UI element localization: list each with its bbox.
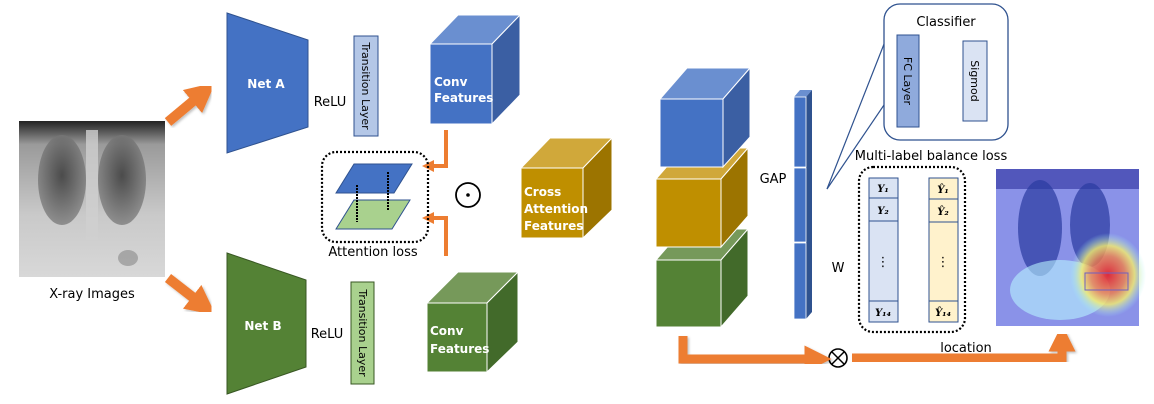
cross-attention-label-1: Cross	[524, 185, 561, 199]
attention-map-b-icon	[335, 199, 411, 230]
sigmoid-block	[962, 40, 988, 122]
attention-map-a-icon	[335, 163, 413, 194]
net-b-relu-label: ReLU	[311, 327, 344, 342]
weights-label: W	[832, 261, 845, 276]
classifier-title: Classifier	[916, 15, 976, 30]
input-label: X-ray Images	[49, 287, 135, 302]
classifier-callout-line-1	[826, 38, 887, 190]
gap-label: GAP	[760, 172, 787, 187]
cross-attention-label-2: Attention	[524, 202, 588, 216]
arrow-product-to-heatmap	[852, 324, 1076, 363]
label-y1: Y₁	[877, 184, 889, 195]
cross-attention-features-cube	[519, 136, 614, 240]
fc-layer-block	[896, 34, 920, 128]
conv-features-a-label-2: Features	[434, 91, 493, 105]
pooled-feature-vector	[793, 90, 812, 320]
net-b-transition-layer	[350, 281, 375, 385]
net-b-label: Net B	[244, 319, 281, 333]
location-label: location	[940, 341, 992, 356]
xray-input-image	[19, 121, 165, 277]
label-ellipsis: ⋮	[877, 255, 890, 270]
arrow-features-to-weighted-product	[678, 336, 832, 373]
multi-label-loss-box	[857, 165, 967, 334]
arrow-features-b-to-attention-loss	[422, 212, 448, 256]
net-a-transition-layer	[353, 35, 379, 137]
cross-attention-label-3: Features	[524, 219, 583, 233]
ground-truth-label-column	[868, 177, 899, 323]
conv-features-a-label-1: Conv	[434, 75, 468, 89]
multi-label-loss-title: Multi-label balance loss	[855, 149, 1008, 164]
arrow-input-to-net-a	[164, 82, 216, 126]
arrow-input-to-net-b	[164, 274, 216, 316]
net-a-transition-label: Transition Layer	[359, 41, 372, 130]
conv-features-b-label-2: Features	[430, 342, 489, 356]
conv-features-b-label-1: Conv	[430, 324, 464, 338]
sigmoid-label: Sigmod	[968, 60, 981, 101]
net-b-block	[226, 252, 307, 395]
prediction-y14: Ŷ₁₄	[935, 307, 951, 319]
label-y2: Y₂	[877, 206, 889, 217]
conv-features-a-cube	[428, 13, 522, 126]
fc-layer-label: FC Layer	[901, 57, 914, 106]
stacked-blue-cube	[658, 66, 752, 169]
label-y14: Y₁₄	[875, 308, 891, 319]
prediction-y2: Ŷ₂	[937, 206, 949, 218]
net-a-block	[226, 12, 309, 154]
attention-loss-label: Attention loss	[328, 245, 417, 260]
net-b-transition-label: Transition Layer	[356, 288, 369, 377]
heatmap-output-image	[996, 169, 1146, 326]
net-a-relu-label: ReLU	[314, 95, 347, 110]
conv-features-b-cube	[425, 270, 520, 374]
localization-box	[1084, 272, 1129, 291]
net-a-label: Net A	[247, 77, 285, 91]
prediction-column	[928, 177, 959, 323]
classifier-callout-line-2	[826, 104, 885, 190]
prediction-ellipsis: ⋮	[937, 255, 950, 270]
arrow-features-a-to-attention-loss	[422, 130, 448, 172]
prediction-y1: Ŷ₁	[937, 184, 949, 196]
